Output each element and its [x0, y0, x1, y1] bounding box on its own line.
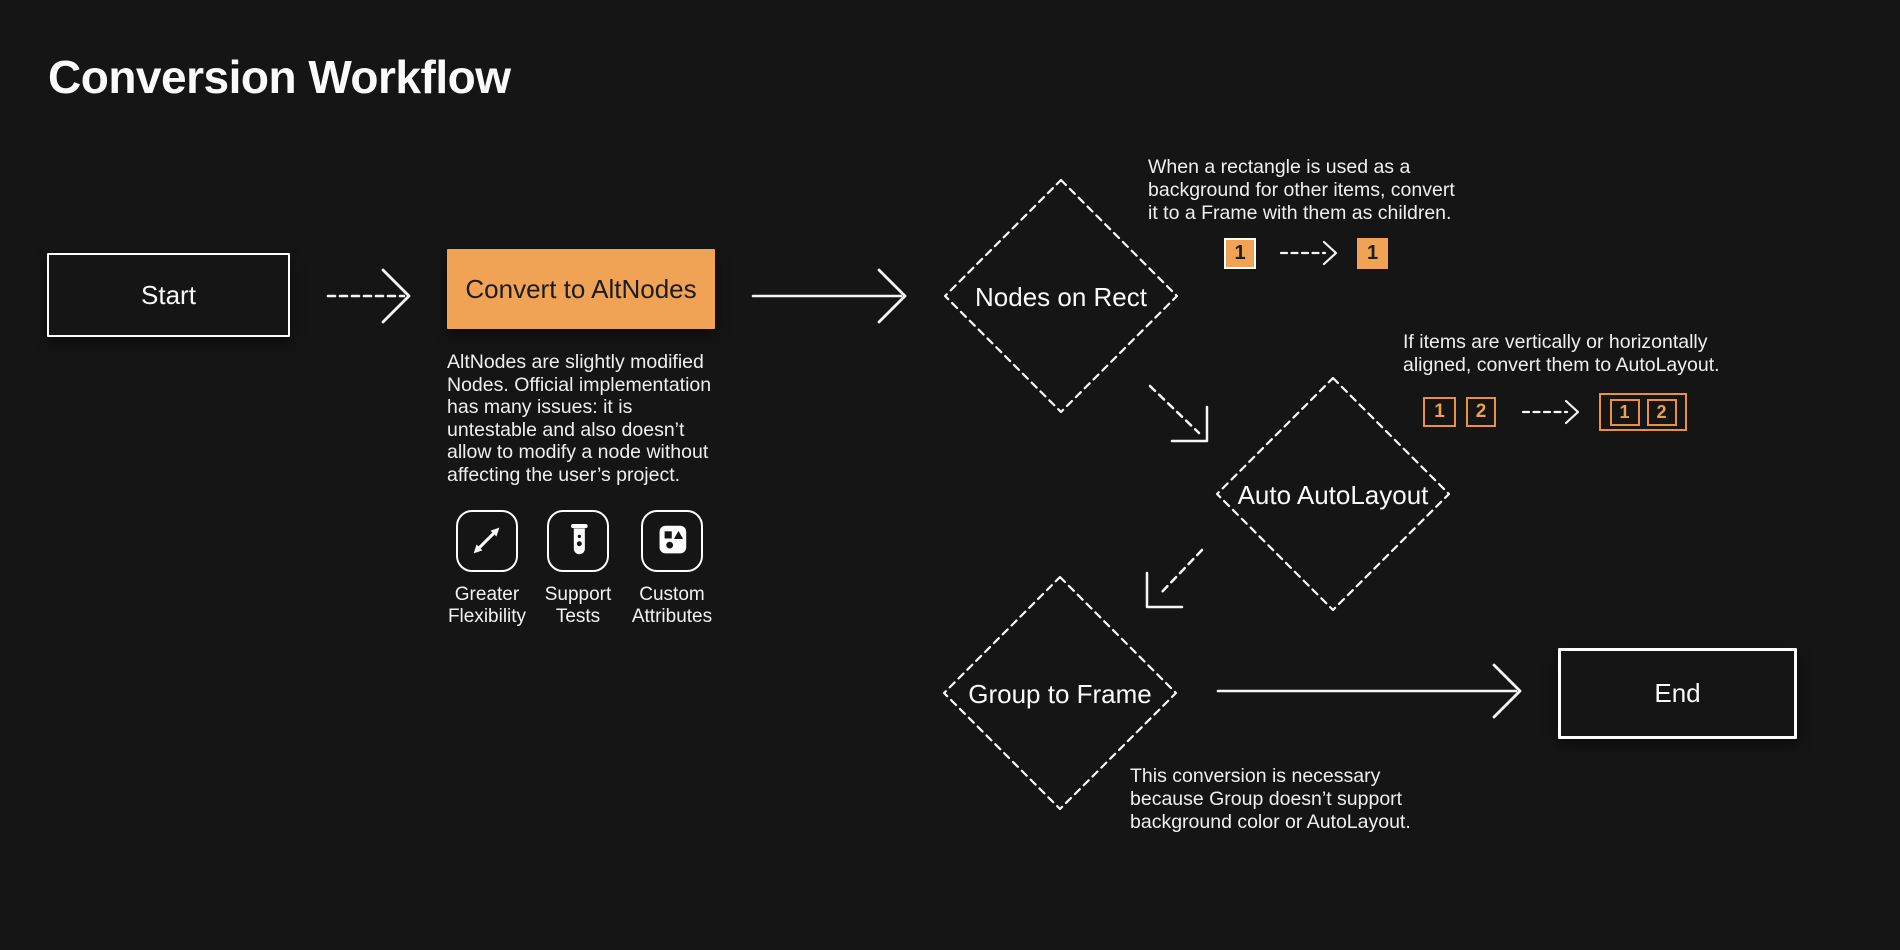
rect-example-before-box[interactable]: 1 — [1224, 238, 1256, 269]
rect-example-after-box[interactable]: 1 — [1357, 238, 1388, 269]
annotation-line: This conversion is necessary — [1130, 765, 1381, 787]
annotation-line: aligned, convert them to AutoLayout. — [1403, 354, 1720, 376]
description-line: affecting the user’s project. — [447, 463, 681, 486]
shapes-icon — [659, 525, 687, 554]
arrowhead-convert-to-nodes-on-rect — [877, 268, 907, 324]
greater-flexibility-label: Greater Flexibility — [427, 584, 547, 628]
feature-label-line: Flexibility — [447, 606, 527, 627]
nodes-on-rect-label: Nodes on Rect — [975, 281, 1147, 312]
annotation-line: background color or AutoLayout. — [1130, 811, 1411, 833]
arrowhead-group-to-frame-to-end — [1492, 663, 1522, 719]
autolayout-example-before-box-1[interactable]: 1 — [1423, 397, 1456, 427]
digit: 1 — [1234, 242, 1246, 264]
description-line: has many issues: it is — [447, 396, 633, 418]
custom-attributes-label: Custom Attributes — [612, 584, 732, 628]
annotation-line: it to a Frame with them as children. — [1148, 202, 1452, 224]
arrow-auto-autolayout-to-group-to-frame — [1157, 548, 1204, 597]
auto-autolayout-label: Auto AutoLayout — [1237, 479, 1429, 510]
arrowhead-start-to-convert — [381, 268, 411, 324]
greater-flexibility-icon-box[interactable] — [456, 510, 518, 572]
feature-label-line: Attributes — [631, 606, 713, 627]
digit: 2 — [1475, 401, 1487, 422]
feature-label-line: Support — [544, 584, 612, 605]
support-tests-label: Support Tests — [518, 584, 638, 628]
digit: 1 — [1619, 401, 1630, 422]
autolayout-example-before-box-2[interactable]: 2 — [1466, 397, 1496, 427]
convert-to-altnodes-label: Convert to AltNodes — [465, 273, 697, 304]
group-to-frame-label: Group to Frame — [968, 678, 1152, 709]
custom-attributes-icon-box[interactable] — [641, 510, 703, 572]
digit: 2 — [1656, 401, 1667, 422]
altnodes-description: AltNodes are slightly modified Nodes. Of… — [447, 351, 711, 486]
description-line: Nodes. Official implementation — [447, 373, 712, 396]
feature-label-line: Custom — [639, 584, 705, 605]
autolayout-example-after-box-2[interactable]: 2 — [1646, 398, 1677, 426]
support-tests-icon-box[interactable] — [547, 510, 609, 572]
arrowhead-rect-example — [1322, 240, 1338, 266]
group-to-frame-annotation: This conversion is necessary because Gro… — [1130, 765, 1411, 834]
annotation-line: When a rectangle is used as a — [1148, 156, 1411, 178]
arrowhead-nodes-on-rect-to-auto-autolayout — [1170, 405, 1209, 443]
start-node[interactable]: Start — [47, 253, 290, 337]
page-title: Conversion Workflow — [48, 51, 511, 103]
description-line: allow to modify a node without — [447, 441, 709, 463]
annotation-line: background for other items, convert — [1148, 179, 1455, 201]
autolayout-example-after-frame[interactable]: 1 2 — [1599, 393, 1687, 431]
feature-label-line: Greater — [454, 584, 520, 605]
start-node-label: Start — [141, 279, 196, 310]
test-tube-icon — [571, 523, 588, 555]
arrowhead-auto-autolayout-to-group-to-frame — [1145, 571, 1184, 609]
annotation-line: If items are vertically or horizontally — [1403, 331, 1708, 353]
arrow-nodes-on-rect-to-auto-autolayout — [1148, 384, 1201, 435]
expand-icon — [473, 527, 500, 554]
digit: 1 — [1434, 401, 1445, 422]
end-node[interactable]: End — [1558, 648, 1797, 739]
digit: 1 — [1366, 242, 1379, 264]
description-line: untestable and also doesn’t — [447, 418, 685, 441]
auto-autolayout-annotation: If items are vertically or horizontally … — [1403, 331, 1720, 377]
feature-label-line: Tests — [555, 606, 601, 627]
description-line: AltNodes are slightly modified — [447, 351, 704, 373]
autolayout-example-after-box-1[interactable]: 1 — [1609, 398, 1640, 426]
arrowhead-autolayout-example — [1564, 399, 1580, 425]
annotation-line: because Group doesn’t support — [1130, 788, 1403, 810]
nodes-on-rect-annotation: When a rectangle is used as a background… — [1148, 156, 1455, 225]
end-node-label: End — [1654, 678, 1701, 708]
convert-to-altnodes-node[interactable]: Convert to AltNodes — [447, 249, 715, 329]
